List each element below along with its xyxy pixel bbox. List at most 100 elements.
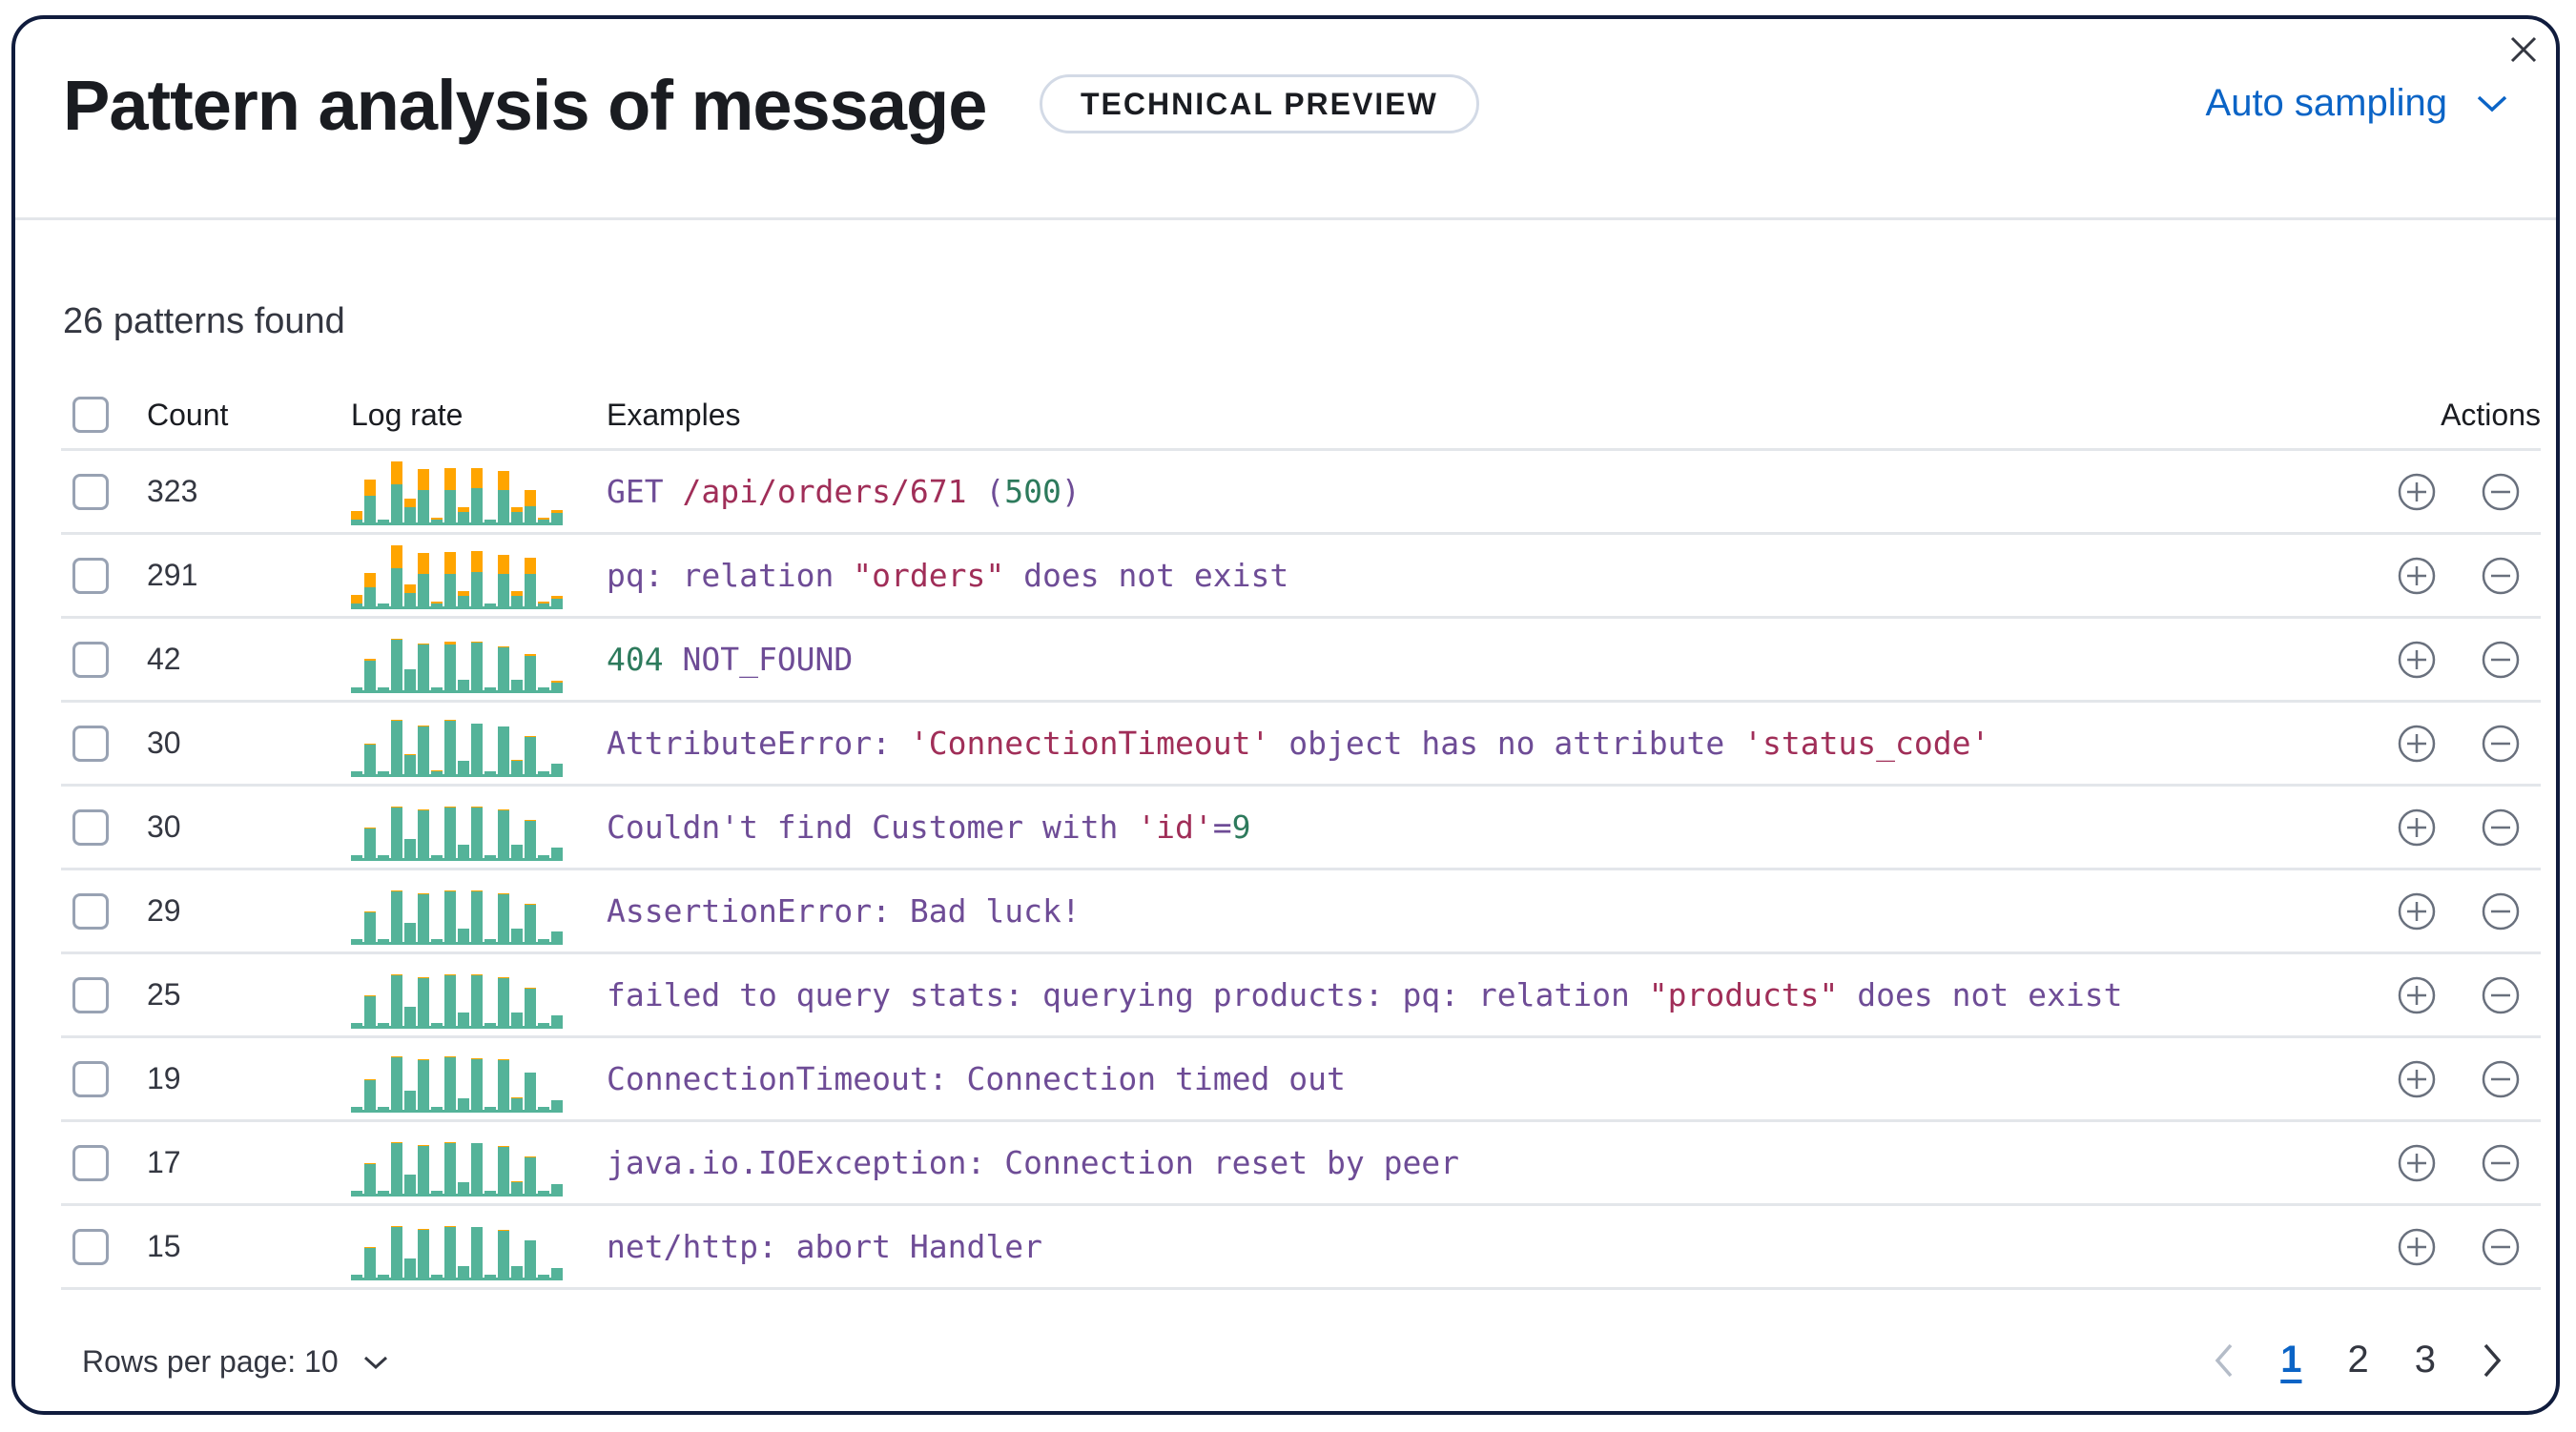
auto-sampling-dropdown[interactable]: Auto sampling bbox=[2206, 82, 2508, 125]
row-actions bbox=[2369, 555, 2541, 597]
sparkline-bar bbox=[391, 460, 402, 522]
sparkline-bar bbox=[364, 743, 376, 774]
filter-for-pattern-icon[interactable] bbox=[2396, 471, 2438, 513]
pattern-example: net/http: abort Handler bbox=[607, 1228, 2369, 1265]
filter-out-pattern-icon[interactable] bbox=[2480, 471, 2522, 513]
row-checkbox[interactable] bbox=[72, 641, 109, 678]
filter-out-pattern-icon[interactable] bbox=[2480, 1058, 2522, 1100]
filter-out-pattern-icon[interactable] bbox=[2480, 890, 2522, 932]
sparkline-bar bbox=[364, 827, 376, 858]
filter-for-pattern-icon[interactable] bbox=[2396, 1142, 2438, 1184]
sparkline-bar bbox=[511, 1265, 523, 1278]
sparkline-bar bbox=[444, 973, 456, 1026]
sparkline-bar bbox=[431, 1022, 443, 1026]
filter-out-pattern-icon[interactable] bbox=[2480, 807, 2522, 849]
row-checkbox[interactable] bbox=[72, 1228, 109, 1265]
filter-for-pattern-icon[interactable] bbox=[2396, 1226, 2438, 1268]
sparkline-bar bbox=[525, 1072, 536, 1110]
sparkline-bar bbox=[444, 719, 456, 774]
filter-for-pattern-icon[interactable] bbox=[2396, 555, 2438, 597]
pattern-example: pq: relation "orders" does not exist bbox=[607, 557, 2369, 594]
sparkline-bar bbox=[498, 1229, 509, 1278]
filter-out-pattern-icon[interactable] bbox=[2480, 974, 2522, 1016]
example-token: GET bbox=[607, 473, 683, 510]
filter-out-pattern-icon[interactable] bbox=[2480, 1226, 2522, 1268]
filter-for-pattern-icon[interactable] bbox=[2396, 723, 2438, 765]
sparkline-bar bbox=[391, 1141, 402, 1194]
sparkline-bar bbox=[498, 554, 509, 606]
filter-for-pattern-icon[interactable] bbox=[2396, 1058, 2438, 1100]
sparkline-bar bbox=[431, 1106, 443, 1110]
next-page-icon[interactable] bbox=[2476, 1340, 2508, 1381]
sparkline-bar bbox=[498, 892, 509, 942]
sparkline-bar bbox=[404, 1006, 416, 1026]
sparkline-bar bbox=[525, 1239, 536, 1278]
rows-per-page-selector[interactable]: Rows per page: 10 bbox=[82, 1344, 388, 1380]
sparkline-bar bbox=[418, 1144, 429, 1194]
sparkline-bar bbox=[351, 510, 362, 522]
sparkline-bar bbox=[498, 1145, 509, 1194]
row-checkbox[interactable] bbox=[72, 473, 109, 510]
pattern-example: AttributeError: 'ConnectionTimeout' obje… bbox=[607, 725, 2369, 762]
sparkline-bar bbox=[498, 808, 509, 858]
sparkline-bar bbox=[458, 506, 469, 522]
sparkline-bar bbox=[498, 470, 509, 522]
filter-for-pattern-icon[interactable] bbox=[2396, 807, 2438, 849]
sparkline-bar bbox=[498, 976, 509, 1026]
sparkline-bar bbox=[458, 1012, 469, 1026]
sparkline-bar bbox=[418, 1228, 429, 1278]
sparkline-bar bbox=[498, 1058, 509, 1110]
filter-out-pattern-icon[interactable] bbox=[2480, 1142, 2522, 1184]
example-token: ) bbox=[1061, 473, 1081, 510]
column-header-count[interactable]: Count bbox=[147, 397, 229, 432]
sparkline-bar bbox=[364, 572, 376, 606]
sparkline-bar bbox=[525, 819, 536, 858]
sparkline-bar bbox=[471, 1057, 483, 1110]
sparkline-bar bbox=[391, 890, 402, 942]
filter-out-pattern-icon[interactable] bbox=[2480, 555, 2522, 597]
pattern-example: java.io.IOException: Connection reset by… bbox=[607, 1144, 2369, 1181]
row-checkbox[interactable] bbox=[72, 892, 109, 930]
sparkline-bar bbox=[404, 1090, 416, 1110]
sparkline-bar bbox=[484, 1106, 496, 1110]
filter-out-pattern-icon[interactable] bbox=[2480, 723, 2522, 765]
sparkline-bar bbox=[538, 938, 549, 942]
sparkline-bar bbox=[418, 552, 429, 606]
sparkline-bar bbox=[551, 763, 563, 774]
filter-for-pattern-icon[interactable] bbox=[2396, 974, 2438, 1016]
log-rate-sparkline bbox=[351, 713, 563, 777]
row-checkbox[interactable] bbox=[72, 808, 109, 846]
sparkline-bar bbox=[418, 1058, 429, 1110]
sparkline-bar bbox=[444, 1225, 456, 1278]
sparkline-bar bbox=[431, 1190, 443, 1194]
filter-for-pattern-icon[interactable] bbox=[2396, 639, 2438, 681]
page-3-link[interactable]: 3 bbox=[2414, 1339, 2436, 1381]
previous-page-icon[interactable] bbox=[2208, 1340, 2240, 1381]
row-checkbox[interactable] bbox=[72, 1060, 109, 1097]
page-2-link[interactable]: 2 bbox=[2347, 1339, 2369, 1381]
filter-for-pattern-icon[interactable] bbox=[2396, 890, 2438, 932]
example-token: 'id' bbox=[1137, 808, 1213, 846]
select-all-checkbox[interactable] bbox=[72, 397, 109, 433]
sparkline-bar bbox=[444, 551, 456, 606]
filter-out-pattern-icon[interactable] bbox=[2480, 639, 2522, 681]
sparkline-bar bbox=[351, 1190, 362, 1194]
sparkline-bar bbox=[538, 517, 549, 522]
example-token: java.io.IOException: Connection reset by… bbox=[607, 1144, 1460, 1181]
row-checkbox[interactable] bbox=[72, 976, 109, 1013]
sparkline-bar bbox=[378, 1022, 389, 1026]
sparkline-bar bbox=[498, 645, 509, 690]
sparkline-bar bbox=[418, 892, 429, 942]
row-checkbox[interactable] bbox=[72, 725, 109, 762]
page-1-link[interactable]: 1 bbox=[2280, 1339, 2302, 1381]
sparkline-bar bbox=[458, 844, 469, 858]
row-checkbox[interactable] bbox=[72, 1144, 109, 1181]
sparkline-bar bbox=[404, 1174, 416, 1194]
close-icon[interactable] bbox=[2503, 29, 2545, 71]
sparkline-bar bbox=[538, 770, 549, 774]
sparkline-bar bbox=[511, 679, 523, 690]
row-checkbox[interactable] bbox=[72, 557, 109, 594]
